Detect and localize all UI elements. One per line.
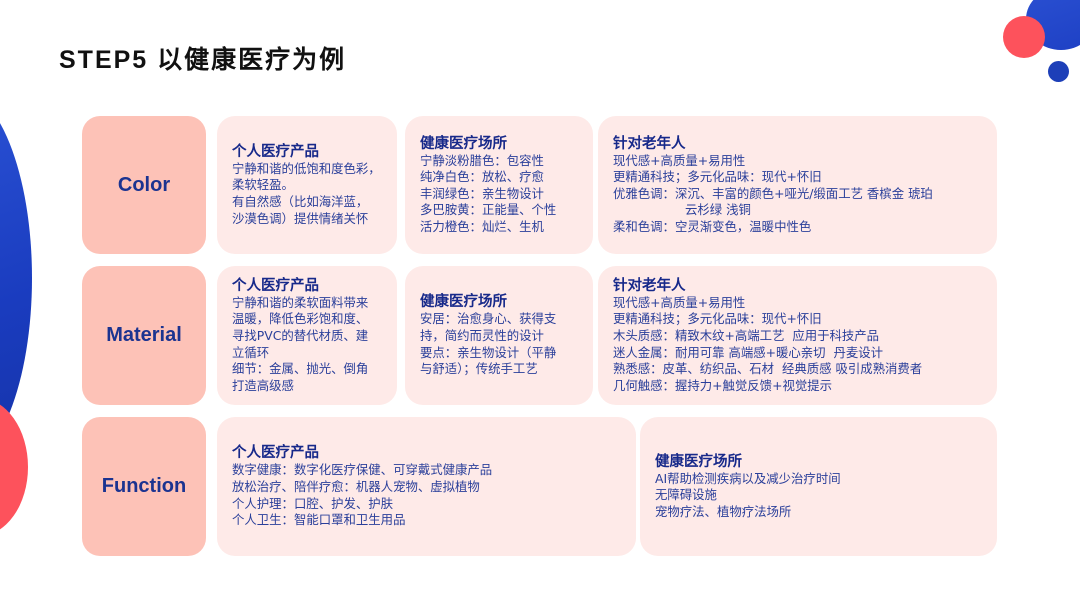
card-line: 熟悉感：皮革、纺织品、石材 经典质感 吸引成熟消费者 [613, 361, 923, 377]
card-line: 宁静淡粉腊色：包容性 [420, 152, 544, 168]
card-line: 个人卫生：智能口罩和卫生用品 [232, 512, 406, 528]
card-line: 温暖，降低色彩饱和度、 [232, 311, 369, 327]
card-line: 持，简约而灵性的设计 [420, 327, 544, 343]
card-line: 个人护理：口腔、护发、护肤 [232, 495, 394, 511]
card-line: 沙漠色调）提供情绪关怀 [232, 210, 369, 226]
material-personal-products-card: 个人医疗产品 宁静和谐的柔软面料带来 温暖，降低色彩饱和度、 寻找PVC的替代材… [217, 266, 397, 405]
card-line: 活力橙色：灿烂、生机 [420, 218, 544, 234]
card-line: 现代感+高质量+易用性 [613, 294, 746, 310]
card-line: 打造高级感 [232, 377, 294, 393]
card-line: 优雅色调：深沉、丰富的颜色+哑光/缎面工艺 香槟金 琥珀 [613, 185, 933, 201]
decorative-red-circle-top-right [1003, 16, 1045, 58]
card-line: 宠物疗法、植物疗法场所 [655, 503, 792, 519]
card-line: 与舒适）；传统手工艺 [420, 361, 538, 377]
material-elderly-card: 针对老年人 现代感+高质量+易用性 更精通科技；多元化品味：现代+怀旧 木头质感… [598, 266, 997, 405]
card-line: 数字健康：数字化医疗保健、可穿戴式健康产品 [232, 462, 493, 478]
card-line: 宁静和谐的低饱和度色彩， [232, 160, 381, 176]
row-label-material: Material [82, 266, 206, 405]
page-title: STEP5 以健康医疗为例 [59, 46, 347, 74]
card-line: 云杉绿 浅铜 [685, 202, 751, 218]
card-heading: 个人医疗产品 [232, 445, 319, 462]
card-line: 纯净白色：放松、疗愈 [420, 169, 544, 185]
card-line: 丰润绿色：亲生物设计 [420, 185, 544, 201]
card-line: AI帮助检测疾病以及减少治疗时间 [655, 470, 841, 486]
card-heading: 个人医疗产品 [232, 277, 319, 294]
card-line: 几何触感：握持力+触觉反馈+视觉提示 [613, 377, 833, 393]
card-line: 安居：治愈身心、获得支 [420, 311, 557, 327]
card-line: 现代感+高质量+易用性 [613, 152, 746, 168]
decorative-red-circle-left [0, 398, 28, 536]
card-line: 迷人金属：耐用可靠 高端感+暖心亲切 丹麦设计 [613, 344, 884, 360]
color-elderly-card: 针对老年人 现代感+高质量+易用性 更精通科技；多元化品味：现代+怀旧 优雅色调… [598, 116, 997, 254]
card-heading: 针对老年人 [613, 277, 686, 294]
card-line: 宁静和谐的柔软面料带来 [232, 294, 369, 310]
card-line: 立循环 [232, 344, 270, 360]
card-line: 细节：金属、抛光、倒角 [232, 361, 369, 377]
card-heading: 针对老年人 [613, 135, 686, 152]
card-line: 无障碍设施 [655, 487, 717, 503]
material-healthcare-venues-card: 健康医疗场所 安居：治愈身心、获得支 持，简约而灵性的设计 要点：亲生物设计（平… [405, 266, 593, 405]
card-line: 更精通科技；多元化品味：现代+怀旧 [613, 169, 822, 185]
row-label-color: Color [82, 116, 206, 254]
card-heading: 健康医疗场所 [420, 135, 507, 152]
card-line: 柔和色调：空灵渐变色，温暖中性色 [613, 218, 812, 234]
card-line: 有自然感（比如海洋蓝， [232, 194, 369, 209]
function-personal-products-card: 个人医疗产品 数字健康：数字化医疗保健、可穿戴式健康产品 放松治疗、陪伴疗愈：机… [217, 417, 636, 556]
card-line: 寻找PVC的替代材质、建 [232, 327, 369, 343]
card-line: 要点：亲生物设计（平静 [420, 344, 557, 360]
color-personal-products-card: 个人医疗产品 宁静和谐的低饱和度色彩， 柔软轻盈。 有自然感（比如海洋蓝， 沙漠… [217, 116, 397, 254]
color-healthcare-venues-card: 健康医疗场所 宁静淡粉腊色：包容性 纯净白色：放松、疗愈 丰润绿色：亲生物设计 … [405, 116, 593, 254]
decorative-small-blue-dot [1048, 61, 1069, 82]
card-line: 多巴胺黄：正能量、个性 [420, 202, 557, 218]
card-heading: 个人医疗产品 [232, 143, 319, 160]
card-heading: 健康医疗场所 [420, 294, 507, 311]
function-healthcare-venues-card: 健康医疗场所 AI帮助检测疾病以及减少治疗时间 无障碍设施 宠物疗法、植物疗法场… [640, 417, 997, 556]
row-label-function: Function [82, 417, 206, 556]
card-line: 更精通科技；多元化品味：现代+怀旧 [613, 311, 822, 327]
card-line: 放松治疗、陪伴疗愈：机器人宠物、虚拟植物 [232, 478, 480, 494]
card-heading: 健康医疗场所 [655, 453, 742, 470]
card-line: 木头质感：精致木纹+高端工艺 应用于科技产品 [613, 327, 880, 343]
card-line: 柔软轻盈。 [232, 177, 294, 193]
